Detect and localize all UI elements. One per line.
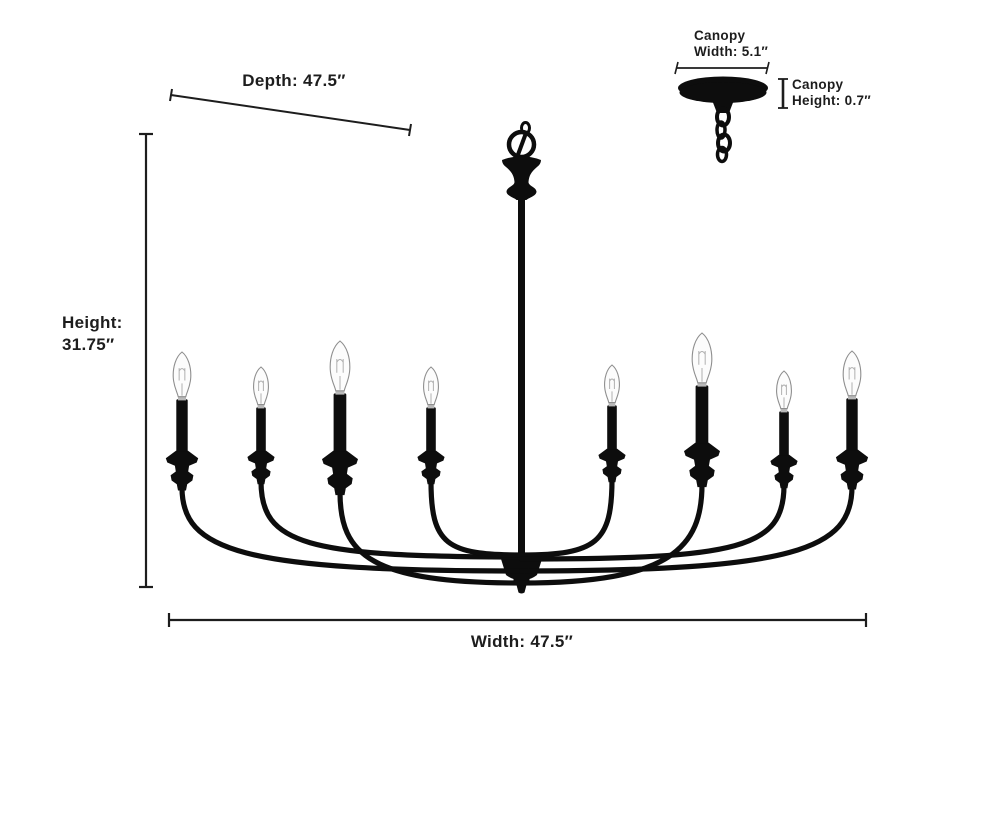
candle-arm bbox=[428, 478, 525, 558]
bulb-filament bbox=[848, 367, 856, 395]
canopy-detail bbox=[678, 76, 768, 164]
stem-finial bbox=[502, 156, 541, 200]
width-label-text: Width: 47.5″ bbox=[470, 632, 574, 651]
candle-5 bbox=[518, 364, 626, 558]
height-dimension-line bbox=[139, 132, 153, 589]
bulb-filament bbox=[698, 351, 706, 382]
candle-arm bbox=[518, 482, 787, 562]
candle-3 bbox=[322, 340, 525, 586]
bulb-filament bbox=[178, 368, 186, 396]
candle-cup bbox=[684, 442, 720, 488]
candle-arm bbox=[518, 476, 615, 558]
socket-band bbox=[427, 404, 435, 409]
light-bulb bbox=[842, 350, 862, 397]
candle-sleeve bbox=[426, 407, 436, 452]
socket-band bbox=[335, 390, 345, 395]
bulb-filament bbox=[428, 380, 434, 404]
socket-band bbox=[608, 402, 616, 407]
width-label: Width: 47.5″ bbox=[372, 632, 672, 652]
candle-arm bbox=[337, 489, 525, 586]
canopy-height-dimension-line bbox=[778, 78, 788, 109]
light-bulb bbox=[253, 366, 269, 406]
hub-finial-knob bbox=[516, 584, 527, 594]
depth-label-text: Depth: 47.5″ bbox=[242, 71, 346, 90]
height-label-line1: Height: bbox=[62, 313, 123, 332]
light-bulb bbox=[329, 340, 351, 392]
candle-cup bbox=[417, 450, 445, 485]
ring-inner-bar bbox=[515, 132, 528, 157]
socket-band bbox=[178, 396, 186, 401]
socket-band bbox=[697, 382, 707, 387]
canopy-width-label-line1: Canopy bbox=[694, 28, 746, 43]
chain-link-4 bbox=[715, 145, 729, 164]
chandelier-stem bbox=[501, 121, 542, 594]
candle-arm bbox=[258, 478, 525, 560]
bulb-filament bbox=[258, 380, 264, 404]
socket-band bbox=[257, 404, 265, 409]
bulb-filament bbox=[609, 378, 615, 402]
arms-and-candles bbox=[165, 332, 869, 586]
height-label: Height: 31.75″ bbox=[62, 312, 123, 356]
candle-cup bbox=[770, 454, 798, 489]
candle-sleeve bbox=[333, 393, 347, 452]
candle-sleeve bbox=[846, 398, 858, 451]
candle-7 bbox=[518, 370, 798, 562]
bulb-filament bbox=[781, 384, 787, 408]
socket-band bbox=[848, 395, 856, 400]
candle-sleeve bbox=[607, 405, 617, 450]
candle-2 bbox=[247, 366, 525, 560]
light-bulb bbox=[172, 351, 192, 398]
light-bulb bbox=[691, 332, 713, 384]
height-label-line2: 31.75″ bbox=[62, 335, 115, 354]
candle-cup bbox=[835, 449, 869, 490]
canopy-height-label-line1: Canopy bbox=[792, 77, 844, 92]
canopy-disc-rim bbox=[679, 82, 767, 103]
candle-8 bbox=[518, 350, 869, 574]
candle-sleeve bbox=[779, 411, 789, 456]
candle-cup bbox=[247, 450, 275, 485]
candle-4 bbox=[417, 366, 525, 558]
light-bulb bbox=[776, 370, 792, 410]
candle-arm bbox=[518, 483, 855, 574]
bulb-filament bbox=[336, 359, 344, 390]
candle-1 bbox=[165, 351, 525, 574]
depth-label: Depth: 47.5″ bbox=[174, 71, 414, 91]
canopy-width-label-line2: Width: 5.1″ bbox=[694, 44, 769, 59]
depth-dimension-line bbox=[169, 88, 412, 137]
candle-cup bbox=[322, 450, 358, 496]
center-rod bbox=[518, 198, 525, 570]
socket-band bbox=[780, 408, 788, 413]
candle-sleeve bbox=[695, 385, 709, 444]
candle-sleeve bbox=[176, 399, 188, 452]
chain-link-3 bbox=[716, 132, 732, 154]
canopy-height-label: Canopy Height: 0.7″ bbox=[792, 77, 871, 109]
candle-arm bbox=[179, 484, 525, 574]
candle-cup bbox=[598, 448, 626, 483]
canopy-width-label: Canopy Width: 5.1″ bbox=[694, 28, 768, 60]
width-dimension-line bbox=[167, 613, 868, 627]
canopy-width-dimension-line bbox=[674, 61, 770, 75]
candle-sleeve bbox=[256, 407, 266, 452]
light-bulb bbox=[423, 366, 439, 406]
candle-cup bbox=[165, 450, 199, 491]
light-bulb bbox=[604, 364, 620, 404]
canopy-height-label-line2: Height: 0.7″ bbox=[792, 93, 872, 108]
